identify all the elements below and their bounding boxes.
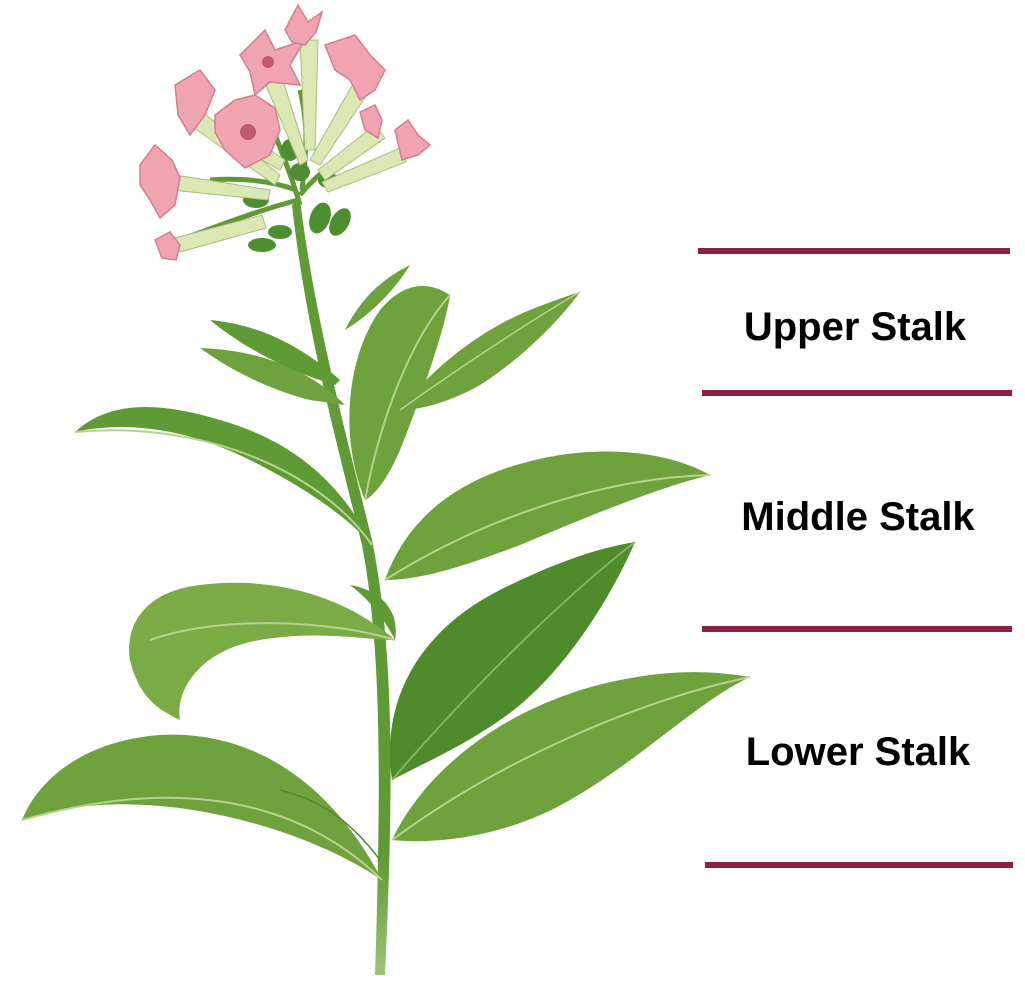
leaf-icon [129,583,396,720]
lower-stalk-label: Lower Stalk [702,732,1014,772]
upper-stalk-label: Upper Stalk [700,307,1010,347]
zone-divider-bottom [705,862,1013,868]
leaf-icon [385,452,710,580]
leaf-icon [22,735,382,880]
zone-divider-top [698,248,1010,254]
middle-stalk-label: Middle Stalk [702,497,1014,537]
flower-cluster-icon [140,5,430,260]
tobacco-plant-illustration [0,0,760,988]
zone-divider-middle-lower [702,626,1012,632]
stem-icon [292,200,391,975]
leaf-icon [75,407,372,545]
zone-divider-upper-middle [702,390,1012,396]
